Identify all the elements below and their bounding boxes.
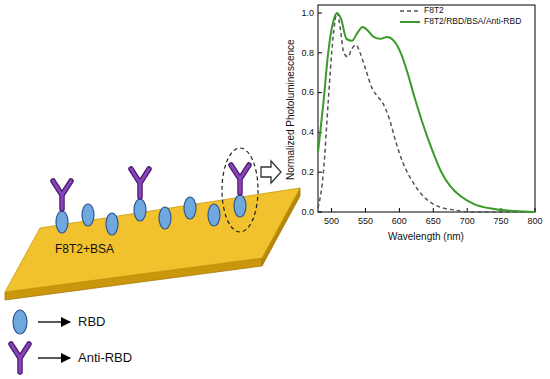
legend-text: RBD <box>78 314 105 329</box>
rbd-ellipse <box>234 195 246 217</box>
legend-line-green <box>400 21 420 23</box>
f8t2-curve <box>318 13 535 212</box>
highlight-ellipse <box>222 148 258 232</box>
x-tick <box>399 208 400 212</box>
y-tick-label: 0.0 <box>301 207 314 217</box>
legend-arrow <box>38 321 70 322</box>
rbd-ellipse <box>106 213 118 235</box>
composite-curve <box>318 13 535 212</box>
rbd-ellipse <box>184 197 196 219</box>
rbd-group <box>56 195 246 235</box>
x-tick-label: 750 <box>494 216 509 226</box>
substrate-slab: F8T2+BSA <box>0 185 305 305</box>
y-tick-label: 1.0 <box>301 8 314 18</box>
x-tick <box>433 208 434 212</box>
legend-text: F8T2 <box>424 5 444 15</box>
x-tick-label: 500 <box>324 216 339 226</box>
antibody-symbol <box>231 165 249 193</box>
rbd-ellipse <box>208 204 220 226</box>
slab-label: F8T2+BSA <box>55 243 114 257</box>
y-tick <box>318 52 322 53</box>
block-arrow <box>261 161 281 183</box>
y-tick-label: 0.6 <box>301 87 314 97</box>
x-tick <box>365 208 366 212</box>
rbd-ellipse <box>82 204 94 226</box>
legend-entry: F8T2/RBD/BSA/Anti-RBD <box>424 17 521 27</box>
y-tick-label: 0.4 <box>301 127 314 137</box>
legend-entry: RBD <box>78 315 105 330</box>
antibody-symbol <box>131 169 149 197</box>
antibody-symbol <box>53 181 71 209</box>
slab-top-face <box>5 188 300 292</box>
x-tick-label: 550 <box>358 216 373 226</box>
legend-antibody-icon <box>11 344 29 372</box>
x-tick-label: 600 <box>392 216 407 226</box>
y-tick <box>318 172 322 173</box>
axis-title: Normalized Photoluminescence <box>284 40 296 181</box>
rbd-ellipse <box>159 207 171 229</box>
axis-title: Wavelength (nm) <box>388 231 464 243</box>
legend-text: F8T2/RBD/BSA/Anti-RBD <box>424 16 521 26</box>
legend-line-dashed <box>400 10 420 12</box>
spectrum-curves <box>318 13 535 212</box>
legend-entry: Anti-RBD <box>78 351 132 366</box>
rbd-ellipse <box>56 211 68 233</box>
y-tick <box>318 212 322 213</box>
plot-frame <box>318 5 535 212</box>
y-tick-label: 0.2 <box>301 167 314 177</box>
y-tick <box>318 13 322 14</box>
x-tick-label: 800 <box>527 216 542 226</box>
legend-arrow <box>38 357 70 358</box>
slab-outline <box>0 185 305 305</box>
axis-ticks <box>318 13 535 212</box>
x-tick <box>331 208 332 212</box>
legend-rbd-icon <box>13 310 27 334</box>
y-tick <box>318 92 322 93</box>
x-tick-label: 700 <box>460 216 475 226</box>
x-tick-label: 650 <box>426 216 441 226</box>
legend-text: Anti-RBD <box>78 350 132 365</box>
y-tick-label: 0.8 <box>301 48 314 58</box>
legend-entry: F8T2 <box>424 6 444 16</box>
rbd-ellipse <box>134 199 146 221</box>
